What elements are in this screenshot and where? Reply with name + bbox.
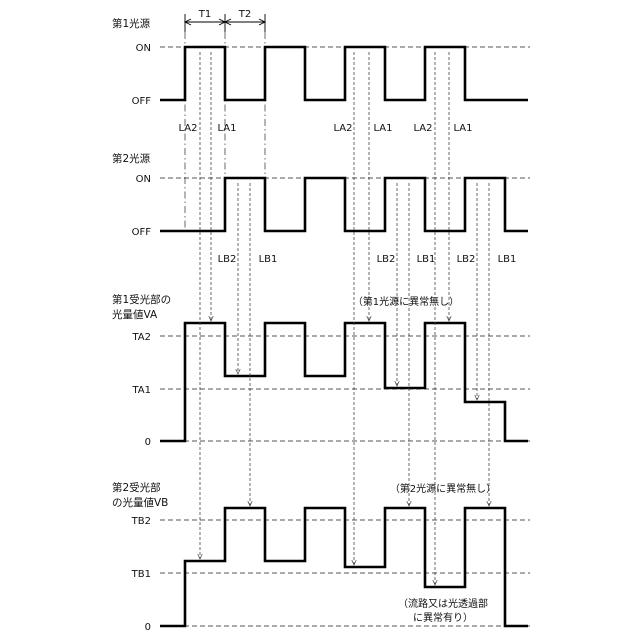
pulse-label-l1-6: LA1 — [453, 123, 472, 134]
section-title-receiver-2-line-1: 第2受光部 — [112, 481, 161, 494]
level-label-tb2: TB2 — [131, 516, 151, 527]
level-label-l1-off: OFF — [132, 96, 152, 107]
pulse-label-l2-6: LB1 — [498, 254, 517, 265]
level-label-tb1: TB1 — [131, 569, 151, 580]
section-title-light-source-1: 第1光源 — [112, 17, 151, 30]
pulse-label-l1-1: LA2 — [178, 123, 197, 134]
waveform-receiver-1 — [160, 323, 528, 441]
level-label-l1-on: ON — [136, 43, 151, 54]
section-title-light-source-2: 第2光源 — [112, 152, 151, 165]
waveform-light-source-1 — [160, 47, 528, 100]
section-title-receiver-2-line-2: の光量値VB — [112, 496, 168, 509]
annotation-source-1-normal: （第1光源に異常無し） — [353, 295, 459, 308]
pulse-label-l2-4: LB1 — [417, 254, 436, 265]
pulse-label-l2-5: LB2 — [457, 254, 476, 265]
pulse-label-l2-1: LB2 — [218, 254, 237, 265]
section-title-receiver-1-line-2: 光量値VA — [112, 308, 158, 321]
level-label-ta1: TA1 — [131, 385, 151, 396]
level-label-l2-on: ON — [136, 174, 151, 185]
pulse-label-l1-2: LA1 — [217, 123, 236, 134]
annotation-fault-line-1: （流路又は光透過部 — [398, 597, 488, 610]
pulse-label-l1-3: LA2 — [333, 123, 352, 134]
period-label-t2: T2 — [238, 9, 251, 20]
pulse-label-l2-3: LB2 — [377, 254, 396, 265]
pulse-label-l1-4: LA1 — [373, 123, 392, 134]
pulse-label-l1-5: LA2 — [413, 123, 432, 134]
waveform-light-source-2 — [160, 178, 528, 231]
period-dimension — [185, 14, 265, 32]
section-title-receiver-1-line-1: 第1受光部の — [112, 293, 171, 306]
period-label-t1: T1 — [198, 9, 211, 20]
annotation-source-2-normal: （第2光源に異常無し） — [390, 482, 496, 495]
level-label-l2-off: OFF — [132, 227, 152, 238]
level-label-ta2: TA2 — [131, 332, 151, 343]
annotation-fault-line-2: に異常有り） — [413, 611, 473, 624]
level-label-vb-zero: 0 — [145, 622, 151, 633]
level-label-va-zero: 0 — [145, 437, 151, 448]
pulse-label-l2-2: LB1 — [259, 254, 278, 265]
